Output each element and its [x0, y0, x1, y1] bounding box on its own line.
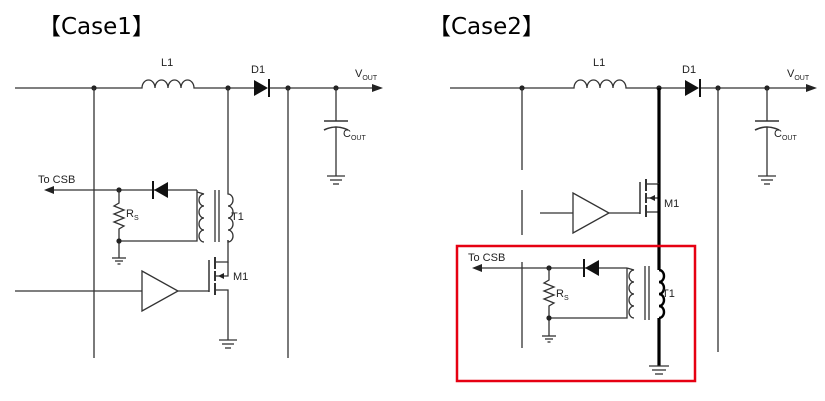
- case2-junction: [546, 315, 552, 321]
- case2-vout-arrow: [806, 84, 817, 92]
- case2-resistor-rs: [542, 268, 556, 343]
- case1-m1-label: M1: [233, 271, 248, 283]
- case1-diode-sense: [152, 181, 168, 199]
- case1-resistor-rs: [112, 190, 126, 265]
- case1-diagram: 【Case1】 L1 D1 VOUT: [15, 14, 383, 358]
- case2-l1-label: L1: [593, 57, 605, 69]
- case1-vout-arrow: [372, 84, 383, 92]
- case1-output-capacitor: [323, 88, 349, 185]
- case2-vout-label: VOUT: [787, 68, 810, 82]
- case1-vout-label: VOUT: [355, 68, 378, 82]
- case1-to-csb-label: To CSB: [38, 174, 75, 186]
- case2-diode-d1: [685, 79, 701, 97]
- case2-to-csb-arrow: [472, 264, 482, 272]
- case1-mosfet-m1: [208, 240, 237, 349]
- case2-transformer-t1: [626, 266, 666, 320]
- case2-ground: [649, 365, 669, 375]
- case2-to-csb-label: To CSB: [468, 252, 505, 264]
- case2-diode-sense: [583, 259, 599, 277]
- case2-output-capacitor: [754, 88, 780, 185]
- case1-l1-label: L1: [161, 57, 173, 69]
- case2-m1-label: M1: [664, 198, 679, 210]
- case1-junction: [116, 238, 122, 244]
- case1-to-csb-arrow: [44, 186, 54, 194]
- case2-t1-label: T1: [662, 288, 675, 300]
- case1-t1-label: T1: [231, 211, 244, 223]
- case1-gate-driver: [15, 269, 209, 313]
- case2-cout-label: COUT: [774, 128, 797, 142]
- case2-highlight-box: [455, 244, 697, 383]
- case2-gate-driver: [540, 191, 640, 235]
- case2-mosfet-m1: [639, 179, 659, 217]
- case2-diagram: 【Case2】 L1 D1 VOUT COUT: [428, 14, 817, 383]
- case1-inductor-l1: [140, 79, 228, 89]
- case1-rs-label: RS: [126, 208, 139, 222]
- case1-d1-label: D1: [251, 64, 265, 76]
- case1-transformer-t1: [196, 190, 234, 243]
- case1-title: 【Case1】: [38, 14, 155, 40]
- case2-inductor-l1: [572, 79, 659, 89]
- case2-title: 【Case2】: [428, 14, 545, 40]
- case1-diode-d1: [254, 79, 270, 97]
- case2-rs-label: RS: [556, 288, 569, 302]
- case1-cout-label: COUT: [343, 128, 366, 142]
- case2-d1-label: D1: [682, 64, 696, 76]
